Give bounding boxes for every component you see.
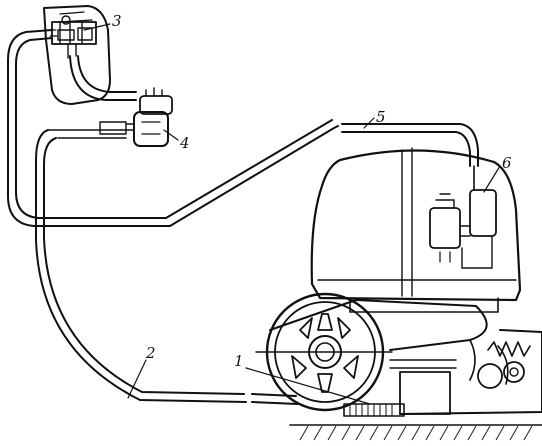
valve-assembly-4	[99, 87, 173, 147]
callout-5: 5	[376, 108, 386, 126]
ground-hatching	[289, 424, 542, 441]
undercarriage	[269, 299, 542, 415]
lines-to-unit-4	[47, 55, 137, 139]
callout-2: 2	[145, 344, 156, 362]
tension-spring	[477, 341, 531, 389]
return-line-5	[341, 123, 479, 167]
drive-wheel-1	[255, 292, 393, 412]
callout-4: 4	[179, 134, 190, 152]
machine-housing	[310, 147, 522, 313]
callout-6: 6	[502, 154, 512, 172]
valve-block-3	[51, 21, 97, 59]
left-hydraulic-lines	[7, 29, 339, 227]
lower-gear	[343, 403, 405, 417]
callout-1: 1	[234, 352, 244, 370]
supply-line-2	[35, 129, 299, 405]
hydraulic-unit-6	[429, 165, 497, 269]
leader-lines	[83, 23, 501, 405]
callout-3: 3	[112, 12, 122, 30]
